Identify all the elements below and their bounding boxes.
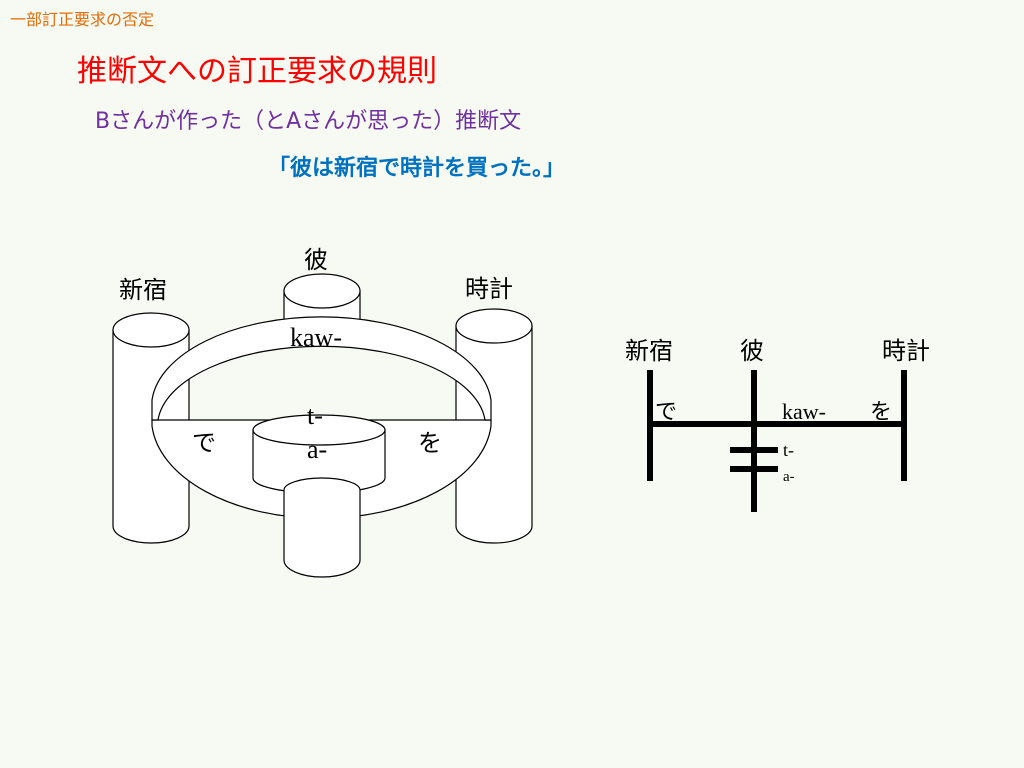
2d-left-particle-label: で	[655, 400, 677, 425]
verb-stem-label: kaw-	[290, 323, 342, 352]
tense-suffix-1-label: t-	[307, 401, 323, 430]
diagram-2d	[647, 370, 907, 512]
right-particle-label: を	[418, 429, 442, 457]
2d-verb-stem-label: kaw-	[782, 399, 826, 424]
slide-title: 推断文への訂正要求の規則	[77, 54, 437, 89]
slide-subtitle: Bさんが作った（とAさんが思った）推断文	[95, 109, 522, 134]
2d-top-argument-label: 彼	[740, 337, 764, 365]
2d-left-argument-label: 新宿	[625, 337, 673, 365]
diagram-3d	[112, 273, 533, 578]
2d-tense-suffix-2-label: a-	[783, 469, 795, 485]
section-label: 一部訂正要求の否定	[10, 10, 155, 29]
disc-upper	[151, 316, 492, 421]
example-sentence: 「彼は新宿で時計を買った。」	[268, 156, 566, 181]
tense-suffix-2-label: a-	[307, 435, 327, 464]
2d-right-argument-label: 時計	[882, 337, 930, 365]
left-particle-label: で	[192, 429, 216, 457]
right-argument-label: 時計	[465, 275, 513, 303]
top-argument-label: 彼	[304, 246, 328, 274]
2d-tense-suffix-1-label: t-	[783, 440, 794, 460]
left-argument-label: 新宿	[119, 276, 167, 304]
inner-stack	[252, 414, 386, 578]
2d-right-particle-label: を	[870, 400, 892, 425]
